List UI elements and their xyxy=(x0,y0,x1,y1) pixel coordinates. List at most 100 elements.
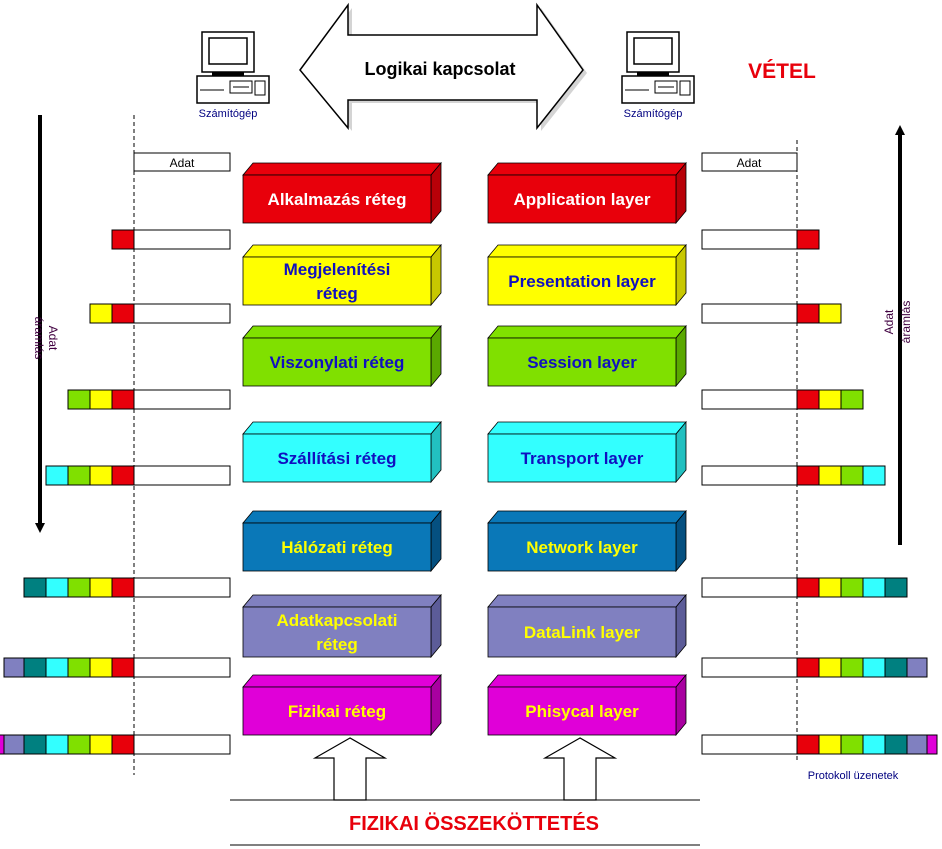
layer-label-hu-1: Alkalmazás réteg xyxy=(268,190,407,209)
layer-front-face xyxy=(242,433,432,483)
layer-top-face xyxy=(487,244,687,258)
layer-front-face xyxy=(487,174,677,224)
packet-row-left-2 xyxy=(89,303,231,324)
packet-header-segment xyxy=(796,657,820,678)
physical-connection-label: FIZIKAI ÖSSZEKÖTTETÉS xyxy=(349,812,599,835)
packet-header-segment xyxy=(796,303,820,324)
packet-row-right-7 xyxy=(701,734,938,755)
packet-header-segment xyxy=(840,389,864,410)
layer-front-face xyxy=(242,606,432,658)
computer-left-icon xyxy=(196,31,270,104)
packet-header-segment xyxy=(818,657,842,678)
layer-label-hu-6: Adatkapcsolati xyxy=(277,611,398,630)
packet-rows xyxy=(0,229,938,755)
flow-left-label-2: áramlás xyxy=(32,317,46,360)
layer-top-face xyxy=(487,421,687,435)
packet-header-segment xyxy=(3,734,25,755)
packet-header-segment xyxy=(906,734,928,755)
packet-data-segment xyxy=(133,657,231,678)
packet-header-segment xyxy=(89,577,113,598)
flow-right-label-2: áramlás xyxy=(899,301,913,344)
packet-header-segment xyxy=(89,657,113,678)
layer-front-face xyxy=(242,337,432,387)
packet-header-segment xyxy=(45,577,69,598)
packet-header-segment xyxy=(111,577,135,598)
packet-row-left-1 xyxy=(111,229,231,250)
packet-header-segment xyxy=(67,734,91,755)
layer-top-face xyxy=(487,594,687,608)
packet-data-segment xyxy=(133,577,231,598)
layer-label-hu-2: Megjelenítési xyxy=(284,260,391,279)
packet-data-segment xyxy=(701,389,798,410)
packet-header-segment xyxy=(862,734,886,755)
packet-header-segment xyxy=(884,577,908,598)
packet-header-segment xyxy=(884,734,908,755)
packet-data-segment xyxy=(701,734,798,755)
packet-header-segment xyxy=(111,657,135,678)
layer-label-en-3: Session layer xyxy=(527,353,637,372)
packet-header-segment xyxy=(23,577,47,598)
layer-front-face xyxy=(487,522,677,572)
packet-data-segment xyxy=(701,465,798,486)
packet-header-segment xyxy=(840,657,864,678)
packet-data-segment xyxy=(701,229,798,250)
packet-header-segment xyxy=(111,229,135,250)
layer-box-hu-5: Hálózati réteg xyxy=(242,509,442,573)
packet-header-segment xyxy=(111,465,135,486)
layer-top-face xyxy=(242,510,442,524)
packet-header-segment xyxy=(89,389,113,410)
packet-header-segment xyxy=(67,465,91,486)
packet-header-segment xyxy=(862,577,886,598)
layer-label-en-7: Phisycal layer xyxy=(525,702,639,721)
layer-label-en-2: Presentation layer xyxy=(508,272,656,291)
layer-front-face xyxy=(487,686,677,736)
layer-front-face xyxy=(242,686,432,736)
layer-box-en-6: DataLink layer xyxy=(487,593,687,659)
packet-row-right-1 xyxy=(701,229,820,250)
packet-header-segment xyxy=(23,657,47,678)
packet-header-segment xyxy=(45,465,69,486)
layer-top-face xyxy=(487,510,687,524)
packet-header-segment xyxy=(818,577,842,598)
packet-row-left-6 xyxy=(3,657,231,678)
layer-front-face xyxy=(487,433,677,483)
data-label-left: Adat xyxy=(170,156,195,170)
packet-header-segment xyxy=(818,465,842,486)
packet-data-segment xyxy=(133,465,231,486)
packet-header-segment xyxy=(796,465,820,486)
layer-label-hu-7: Fizikai réteg xyxy=(288,702,386,721)
layer-top-face xyxy=(487,674,687,688)
packet-header-segment xyxy=(862,465,886,486)
packet-row-left-7 xyxy=(0,734,231,755)
layer-label-en-5: Network layer xyxy=(526,538,638,557)
packet-header-segment xyxy=(862,657,886,678)
packet-header-segment xyxy=(818,734,842,755)
computer-right-label: Számítógép xyxy=(624,108,683,120)
layer-front-face xyxy=(487,256,677,306)
flow-left-label-1: Adat xyxy=(46,326,60,351)
packet-header-segment xyxy=(906,657,928,678)
layer-box-hu-1: Alkalmazás réteg xyxy=(242,161,442,225)
packet-row-right-4 xyxy=(701,465,886,486)
packet-data-segment xyxy=(701,577,798,598)
layer-label-en-1: Application layer xyxy=(514,190,651,209)
packet-header-segment xyxy=(840,577,864,598)
physical-up-arrow-right xyxy=(542,737,618,801)
packet-row-right-2 xyxy=(701,303,842,324)
layer-label-en-6: DataLink layer xyxy=(524,623,641,642)
packet-data-segment xyxy=(133,303,231,324)
packet-row-left-3 xyxy=(67,389,231,410)
layer-top-face xyxy=(487,162,687,176)
packet-header-segment xyxy=(3,657,25,678)
packet-data-segment xyxy=(133,734,231,755)
layer-top-face xyxy=(242,325,442,339)
packet-header-segment xyxy=(796,577,820,598)
layer-top-face xyxy=(242,244,442,258)
layer-box-en-7: Phisycal layer xyxy=(487,673,687,737)
layer-front-face xyxy=(242,522,432,572)
packet-data-segment xyxy=(133,229,231,250)
packet-row-right-5 xyxy=(701,577,908,598)
packet-header-segment xyxy=(111,303,135,324)
